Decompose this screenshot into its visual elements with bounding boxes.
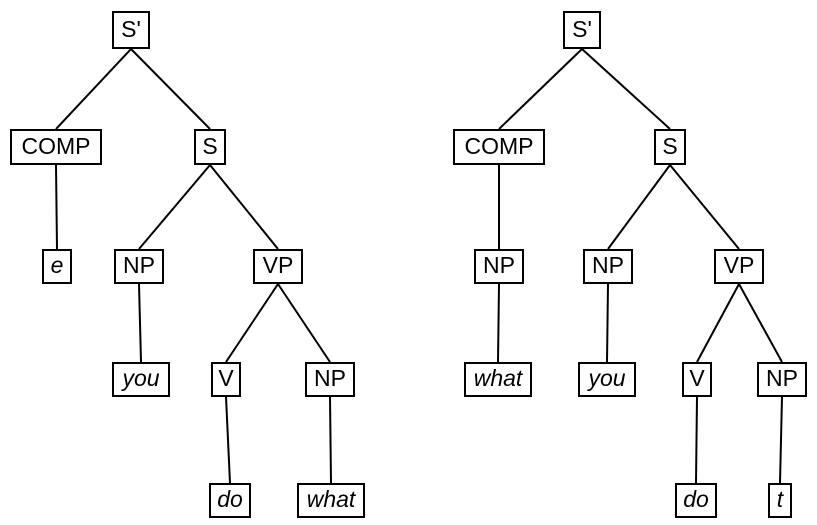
tree-node-label: what	[306, 486, 356, 512]
tree-branch-VP-to-V	[696, 283, 740, 363]
tree-branch-VP-to-V	[225, 283, 279, 363]
tree-branch-Sbar-to-S	[130, 48, 211, 130]
tree-node-label: S'	[572, 15, 592, 42]
tree-node-label: you	[122, 365, 160, 391]
tree-node-label: VP	[723, 252, 755, 278]
tree-node-label: V	[218, 365, 234, 391]
tree-node-r-s: S	[654, 129, 686, 165]
tree-node-label: VP	[262, 252, 294, 278]
tree-branch-S-to-NP	[607, 164, 671, 250]
tree-node-r-vp: VP	[714, 249, 764, 284]
tree-branch-VP-to-NP	[738, 283, 783, 363]
tree-node-l-np2: NP	[305, 362, 355, 397]
tree-node-r-np1: NP	[583, 249, 633, 284]
tree-node-r-np0: NP	[474, 249, 524, 284]
tree-branch-S-to-VP	[209, 164, 279, 250]
tree-node-l-you: you	[112, 362, 170, 397]
tree-node-r-v: V	[682, 362, 712, 397]
tree-node-label: what	[473, 365, 523, 391]
tree-node-label: S'	[121, 15, 141, 42]
tree-branch-VP-to-NP	[277, 283, 331, 363]
tree-node-label: COMP	[21, 132, 91, 159]
tree-node-label: do	[217, 486, 243, 512]
tree-node-label: NP	[123, 252, 155, 278]
tree-node-r-comp: COMP	[453, 129, 545, 165]
tree-node-label: NP	[314, 365, 346, 391]
tree-node-label: COMP	[464, 132, 534, 159]
tree-node-label: t	[776, 486, 784, 512]
tree-node-r-what: what	[464, 362, 532, 397]
tree-node-label: e	[50, 252, 64, 278]
tree-branch-Sbar-to-S	[581, 48, 671, 130]
tree-branch-Sbar-to-COMP	[55, 48, 132, 130]
tree-node-r-sbar: S'	[563, 11, 601, 49]
tree-branch-COMP-to-e	[55, 164, 58, 250]
tree-node-l-v: V	[211, 362, 241, 397]
tree-node-label: NP	[766, 365, 798, 391]
tree-node-l-vp: VP	[253, 249, 303, 284]
tree-node-label: NP	[592, 252, 624, 278]
tree-branch-NP-to-you	[138, 283, 142, 363]
tree-node-label: do	[683, 486, 709, 512]
tree-node-l-do: do	[209, 483, 251, 518]
tree-node-label: S	[202, 132, 218, 159]
tree-node-label: S	[662, 132, 678, 159]
tree-branch-NP-to-t	[779, 396, 783, 484]
tree-node-r-t: t	[768, 483, 792, 518]
tree-node-r-you: you	[578, 362, 636, 397]
tree-node-label: NP	[483, 252, 515, 278]
tree-branch-NP-to-what	[497, 283, 500, 363]
tree-node-l-e: e	[42, 249, 72, 284]
tree-branch-NP-to-what	[329, 396, 332, 484]
tree-node-l-comp: COMP	[10, 129, 102, 165]
tree-node-label: V	[689, 365, 705, 391]
tree-branch-V-to-do	[695, 396, 698, 484]
tree-node-r-np2: NP	[757, 362, 807, 397]
tree-node-l-what: what	[297, 483, 365, 518]
tree-branch-V-to-do	[225, 396, 231, 484]
tree-branch-S-to-VP	[669, 164, 740, 250]
tree-node-l-sbar: S'	[112, 11, 150, 49]
tree-branch-Sbar-to-COMP	[498, 48, 583, 130]
tree-branch-NP-to-you	[606, 283, 609, 363]
tree-node-r-do: do	[675, 483, 717, 518]
tree-node-l-s: S	[194, 129, 226, 165]
tree-node-l-np1: NP	[114, 249, 164, 284]
tree-branch-S-to-NP	[138, 164, 211, 250]
tree-node-label: you	[588, 365, 626, 391]
